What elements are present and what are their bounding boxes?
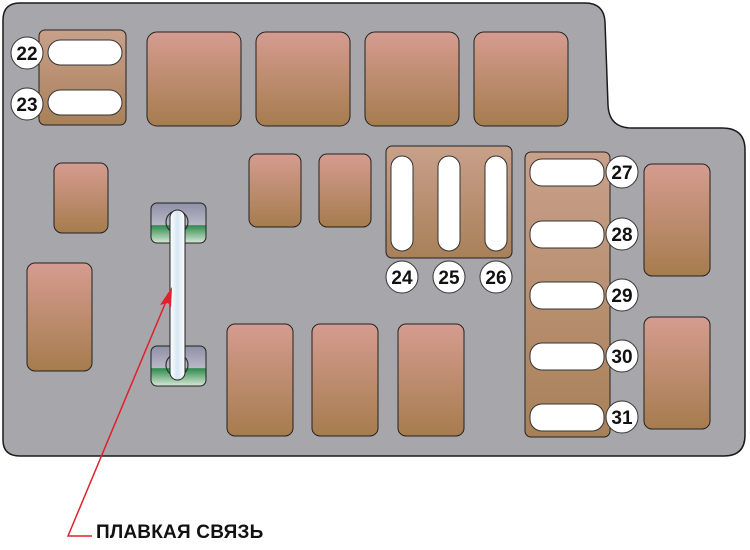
fuse-26: [484, 155, 508, 252]
fuse-25-number: 25: [438, 268, 460, 289]
relay-right-2: [643, 316, 711, 430]
relay-bottom-2: [311, 323, 379, 437]
fuse-27: [529, 158, 605, 187]
relay-top-2: [255, 31, 351, 127]
fuse-31-badge: [605, 400, 639, 434]
callout-arrowhead: [160, 287, 172, 307]
fuse-29-number: 29: [611, 286, 632, 307]
callout-leader-line: [66, 291, 171, 537]
fuse-28-number: 28: [611, 225, 632, 246]
fuse-27-number: 27: [611, 163, 632, 184]
fuse-31-number: 31: [611, 408, 633, 429]
fuse-31: [529, 403, 605, 432]
fuse-27-badge: [605, 155, 639, 189]
relay-top-1: [146, 31, 242, 127]
fuse-26-badge: [479, 260, 513, 294]
fuse-28-badge: [605, 217, 639, 251]
fuse-25-badge: [432, 260, 466, 294]
relay-bottom-1: [226, 323, 294, 437]
fuse-24: [390, 155, 414, 252]
fuse-22: [47, 39, 123, 66]
fuse-29: [529, 281, 605, 310]
fusible-link: [169, 209, 186, 381]
relay-right-1: [643, 163, 711, 277]
relay-top-4: [473, 31, 569, 127]
fuse-30-number: 30: [611, 347, 632, 368]
fuse-22-number: 22: [16, 44, 37, 65]
fuse-23-badge: [10, 87, 44, 121]
relay-small-middle-2: [318, 153, 372, 228]
fuse-23-number: 23: [16, 95, 37, 116]
fusible-link-caption: ПЛАВКАЯ СВЯЗЬ: [96, 522, 264, 543]
fuse-29-badge: [605, 278, 639, 312]
fuse-30-badge: [605, 339, 639, 373]
fuse-26-number: 26: [485, 268, 506, 289]
fuse-30: [529, 342, 605, 371]
fuse-28: [529, 220, 605, 249]
relay-top-3: [364, 31, 460, 127]
relay-large-left: [26, 262, 93, 372]
fuse-24-badge: [385, 260, 419, 294]
fuse-24-number: 24: [391, 268, 413, 289]
relay-small-left: [53, 162, 109, 234]
fuse-25: [437, 155, 461, 252]
fuse-22-badge: [10, 36, 44, 70]
fuse-23: [47, 89, 123, 116]
relay-small-middle-1: [248, 153, 302, 228]
relay-bottom-3: [397, 323, 465, 437]
